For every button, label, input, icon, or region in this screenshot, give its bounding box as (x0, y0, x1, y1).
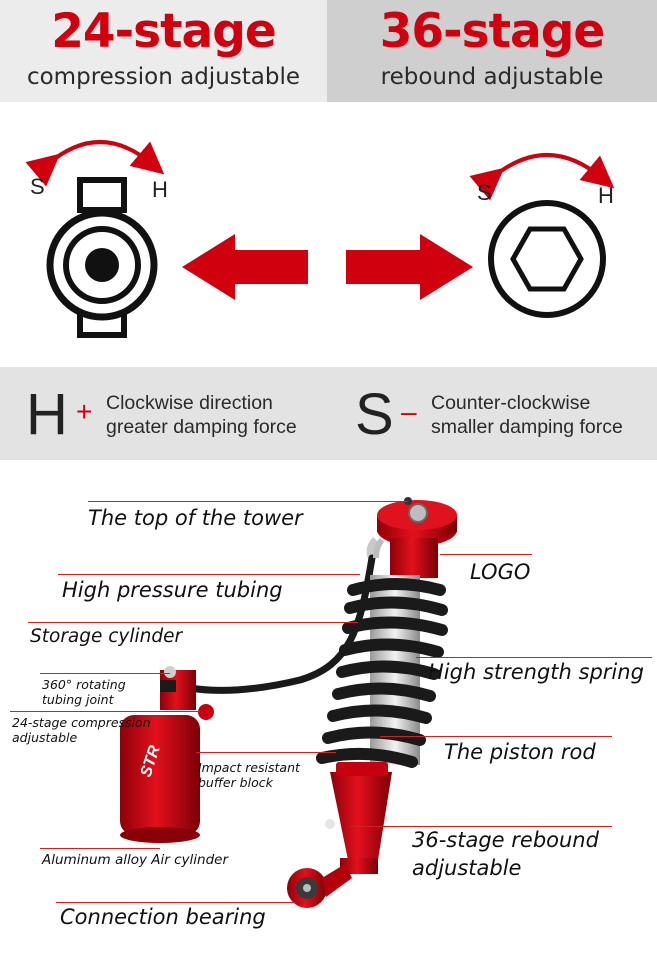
left-hard-label: H (152, 177, 168, 202)
callout-compression-line2: adjustable (12, 730, 78, 745)
coil-spring (316, 575, 448, 768)
callout-rebound-line2: adjustable (412, 856, 522, 880)
rule-spring (416, 657, 652, 658)
rebound-stage-subtitle: rebound adjustable (380, 64, 604, 90)
legend-s-letter: S (355, 382, 394, 447)
arrow-left-icon (182, 234, 308, 300)
rule-buffer (196, 752, 336, 753)
rule-storage (28, 622, 358, 623)
callout-piston: The piston rod (444, 740, 596, 764)
rule-bearing (56, 902, 296, 903)
callout-joint-line1: 360° rotating (42, 677, 126, 692)
tower-top-mount (377, 497, 457, 578)
rebound-stage-title: 36-stage (379, 4, 606, 59)
legend-minus-sign: – (401, 396, 417, 427)
rule-aluminum (40, 848, 160, 849)
callout-aluminum: Aluminum alloy Air cylinder (42, 852, 229, 868)
callout-logo: LOGO (470, 560, 531, 584)
rule-piston (380, 736, 612, 737)
callout-tubing: High pressure tubing (62, 578, 283, 602)
left-soft-label: S (30, 174, 45, 199)
compression-stage-subtitle: compression adjustable (26, 64, 301, 90)
compression-stage-title: 24-stage (51, 4, 277, 59)
reservoir-cylinder: STR (120, 666, 214, 843)
legend-s-line2: smaller damping force (431, 416, 623, 438)
callout-compression-line1: 24-stage compression (12, 715, 151, 730)
legend-plus-sign: + (76, 396, 93, 427)
callout-joint-line2: tubing joint (42, 692, 114, 707)
rule-logo (440, 554, 532, 555)
left-rotation-arrow-icon (25, 140, 165, 187)
rule-rebound (350, 826, 612, 827)
legend-h-line1: Clockwise direction (106, 392, 273, 414)
callout-storage: Storage cylinder (30, 626, 183, 647)
adjuster-diagram (25, 140, 615, 338)
compression-knob-icon (46, 177, 158, 338)
lower-body (287, 762, 392, 908)
legend-s-line1: Counter-clockwise (431, 392, 591, 414)
damping-legend: H + Clockwise direction greater damping … (0, 367, 657, 460)
callout-buffer-line2: buffer block (198, 775, 273, 790)
right-hard-label: H (598, 183, 614, 208)
callout-buffer-line1: Impact resistant (198, 760, 300, 775)
callout-bearing: Connection bearing (60, 905, 266, 929)
callout-rebound-line1: 36-stage rebound (412, 828, 599, 852)
rule-tubing (58, 574, 360, 575)
callout-tower-top: The top of the tower (88, 506, 303, 530)
legend-h-line2: greater damping force (106, 416, 297, 438)
shock-absorber-illustration: STR (120, 497, 457, 908)
right-rotation-arrow-icon (469, 153, 615, 201)
callout-spring: High strength spring (428, 660, 644, 684)
legend-h-letter: H (26, 382, 68, 447)
header-rebound-panel: 36-stage rebound adjustable (327, 0, 657, 102)
rule-tower-top (88, 501, 408, 502)
rebound-knob-icon (488, 200, 606, 318)
right-soft-label: S (477, 180, 492, 205)
rule-compression (10, 711, 200, 712)
rule-joint (40, 673, 170, 674)
header-compression-panel: 24-stage compression adjustable (0, 0, 327, 102)
arrow-right-icon (346, 234, 473, 300)
